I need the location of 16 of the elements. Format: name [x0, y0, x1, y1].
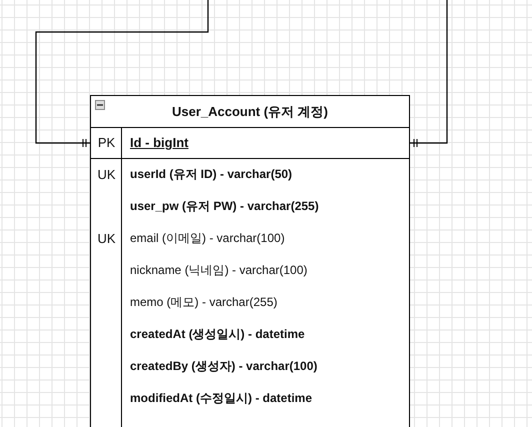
- relationship-line: [409, 0, 448, 147]
- field-definition: nickname (닉네임) - varchar(100): [130, 262, 308, 278]
- field-definition: email (이메일) - varchar(100): [130, 230, 285, 246]
- field-definition: modifiedAt (수정일시) - datetime: [130, 390, 312, 406]
- field-definition: memo (메모) - varchar(255): [130, 294, 278, 310]
- key-marker: UK: [96, 230, 117, 248]
- relationship-line: [35, 0, 209, 147]
- entity-table: [90, 95, 410, 427]
- field-definition: Id - bigInt: [130, 134, 188, 152]
- key-marker: UK: [96, 166, 117, 184]
- field-definition: userId (유저 ID) - varchar(50): [130, 166, 292, 182]
- field-definition: user_pw (유저 PW) - varchar(255): [130, 198, 319, 214]
- key-marker: PK: [96, 134, 116, 152]
- field-definition: createdAt (생성일시) - datetime: [130, 326, 305, 342]
- table-title: User_Account (유저 계정): [91, 96, 409, 128]
- field-definition: createdBy (생성자) - varchar(100): [130, 358, 318, 374]
